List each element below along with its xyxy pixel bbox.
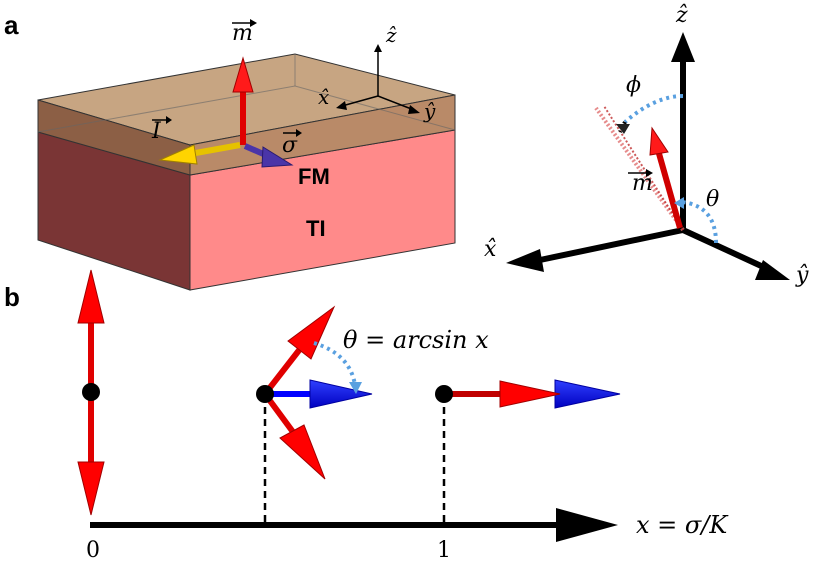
magnetization-arrow-large xyxy=(649,126,683,229)
x-label-large: x̂ xyxy=(484,237,497,262)
theta-label-a: θ xyxy=(706,187,719,212)
I-label: I xyxy=(151,119,162,144)
large-axis-triad xyxy=(506,32,790,280)
m-vector-hat xyxy=(232,19,257,27)
sigma-vector-hat xyxy=(283,129,302,137)
fm-layer xyxy=(37,53,456,176)
y-label-large: ŷ xyxy=(795,263,809,288)
axis-label: x = σ/K xyxy=(636,511,729,539)
phi-label: ϕ xyxy=(626,73,641,98)
state-x1 xyxy=(435,379,621,409)
state-x0 xyxy=(77,269,105,516)
panel-b-label: b xyxy=(4,282,20,312)
I-vector-hat xyxy=(152,116,172,124)
sigma-label-a: σ xyxy=(282,133,298,158)
theta-arc-b xyxy=(313,341,362,394)
x-label-small: x̂ xyxy=(318,85,329,109)
tick-0-label: 0 xyxy=(86,538,100,563)
ti-layer xyxy=(37,129,456,291)
phi-arc xyxy=(616,94,684,134)
panel-a-label: a xyxy=(4,10,19,40)
current-arrow xyxy=(158,142,241,165)
m-label-large: m xyxy=(632,171,653,196)
theta-arc xyxy=(674,197,718,244)
tick-1-label: 1 xyxy=(437,538,451,563)
ti-label: TI xyxy=(306,216,326,241)
spin-arrow-a xyxy=(243,143,294,168)
theta-equation: θ = arcsin x xyxy=(343,326,489,354)
m-label-a: m xyxy=(232,21,253,46)
small-axis-triad xyxy=(336,44,420,114)
y-label-small: ŷ xyxy=(423,99,436,123)
m-hat-large xyxy=(628,169,653,177)
z-label-small: ẑ xyxy=(385,23,397,47)
state-x-half xyxy=(256,305,373,480)
x-axis xyxy=(90,508,618,542)
projection-lines xyxy=(594,105,685,232)
fm-label: FM xyxy=(298,164,330,189)
magnetization-arrow-a xyxy=(232,56,254,145)
z-label-large: ẑ xyxy=(675,3,688,28)
drop-lines xyxy=(263,395,446,522)
